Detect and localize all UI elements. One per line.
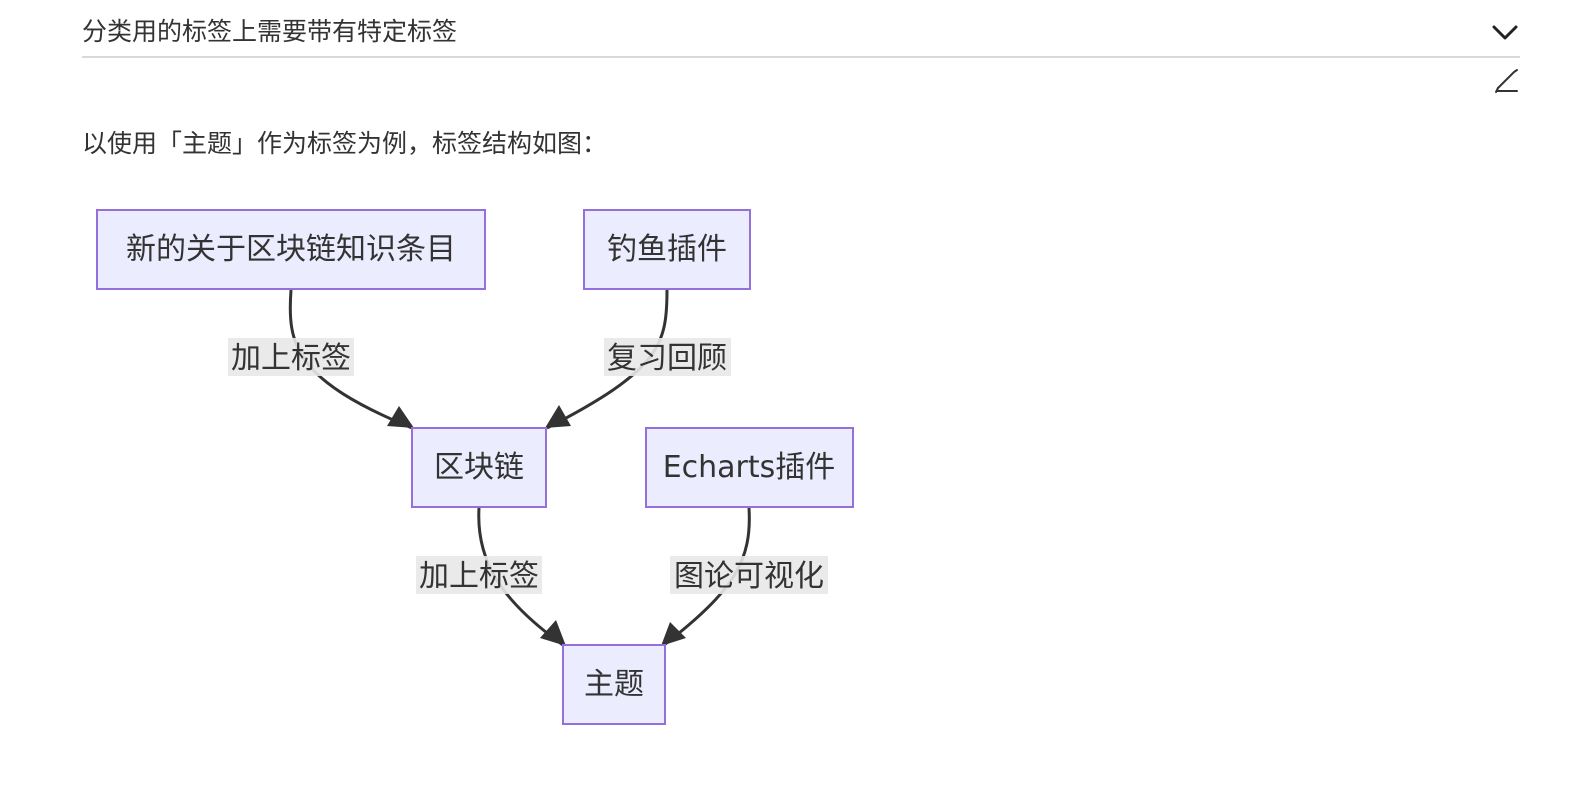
- arrowhead-n2-n3: [545, 405, 571, 428]
- section-title: 分类用的标签上需要带有特定标签: [82, 17, 458, 46]
- node-label-n1: 新的关于区块链知识条目: [126, 232, 456, 267]
- edge-labels: 加上标签 复习回顾 加上标签 图论可视化: [228, 338, 828, 594]
- node-n4: Echarts插件: [645, 427, 854, 508]
- node-box-n2: [583, 209, 751, 290]
- node-box-n3: [411, 427, 547, 508]
- edge-label-n1-n3: 加上标签: [231, 341, 351, 376]
- node-n2: 钓鱼插件: [583, 209, 751, 290]
- arrowheads: [387, 405, 686, 646]
- collapsible-section-header[interactable]: 分类用的标签上需要带有特定标签: [82, 0, 1520, 58]
- node-label-n5: 主题: [584, 667, 644, 702]
- intro-text: 以使用「主题」作为标签为例，标签结构如图：: [82, 129, 608, 158]
- node-n3: 区块链: [411, 427, 547, 508]
- node-box-n5: [562, 644, 666, 725]
- node-box-n4: [645, 427, 854, 508]
- node-label-n3: 区块链: [434, 450, 524, 485]
- arrowhead-n4-n5: [661, 622, 686, 646]
- edge-label-n2-n3: 复习回顾: [607, 341, 727, 376]
- node-label-n4: Echarts插件: [663, 450, 836, 485]
- edge-label-bg-2: [604, 338, 731, 376]
- pencil-icon[interactable]: [1492, 66, 1522, 96]
- edge-label-n4-n5: 图论可视化: [674, 559, 824, 594]
- chevron-down-icon[interactable]: [1490, 20, 1520, 44]
- edge-label-bg-4: [670, 556, 828, 594]
- node-label-n2: 钓鱼插件: [607, 232, 727, 267]
- edge-label-n3-n5: 加上标签: [419, 559, 539, 594]
- arrowhead-n3-n5: [540, 620, 566, 646]
- node-box-n1: [96, 209, 486, 290]
- arrowhead-n1-n3: [387, 406, 414, 428]
- edge-label-bg-1: [228, 338, 354, 376]
- edge-label-bg-3: [416, 556, 542, 594]
- node-n1: 新的关于区块链知识条目: [96, 209, 486, 290]
- node-n5: 主题: [562, 644, 666, 725]
